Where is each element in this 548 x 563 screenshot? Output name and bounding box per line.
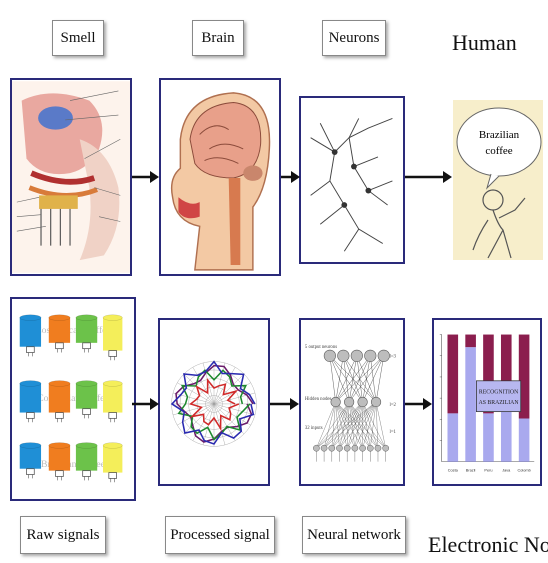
label-brain: Brain — [192, 20, 244, 56]
title-human: Human — [452, 30, 517, 56]
nn-output-node — [351, 350, 363, 362]
bar-category-label: Colomb — [517, 468, 530, 472]
person-thinking-illustration: Brazilian coffee — [453, 100, 543, 260]
nn-hidden-node — [344, 397, 354, 407]
panel-brain — [159, 78, 281, 276]
recognition-box — [476, 381, 520, 412]
nn-input-node — [367, 445, 373, 451]
arrow-raw-to-processed — [132, 397, 160, 411]
recognition-line1: RECOGNITION — [479, 389, 519, 395]
nn-output-node — [365, 350, 377, 362]
nn-output-node — [324, 350, 336, 362]
bar-category-label: Peru — [484, 468, 492, 472]
bar-category-label: Costa — [448, 468, 459, 472]
arrow-processed-to-neural — [270, 397, 300, 411]
nn-hidden-node — [358, 397, 368, 407]
arrow-neural-to-recognition — [405, 397, 433, 411]
nn-hidden-label: Hidden nodes — [305, 397, 332, 402]
nn-input-node — [383, 445, 389, 451]
title-electronic-nose: Electronic Nose — [428, 532, 548, 558]
nn-input-node — [344, 445, 350, 451]
nose-anatomy-illustration — [12, 80, 130, 274]
bar-lower-segment — [501, 408, 512, 461]
recognition-bar-chart: Costa Brazil Peru Java Colomb RECOGNITION AS B… — [434, 320, 540, 484]
nn-tag-mid: l=2 — [390, 403, 397, 408]
panel-human-coffee: Brazilian coffee — [453, 100, 543, 260]
arrow-neurons-to-human — [405, 170, 453, 184]
nn-tag-top: l=3 — [390, 355, 397, 360]
nn-input-node — [313, 445, 319, 451]
label-raw-signals: Raw signals — [20, 516, 106, 554]
panel-raw-signals: Costa Rican Coffee Columbian Coffee Braz… — [10, 297, 136, 501]
label-smell: Smell — [52, 20, 104, 56]
nn-output-node — [338, 350, 350, 362]
nn-input-node — [321, 445, 327, 451]
arrow-brain-to-neurons — [281, 170, 301, 184]
bar-lower-segment — [483, 413, 494, 461]
bubble-line2: coffee — [485, 145, 512, 157]
brain-cross-section-illustration — [161, 80, 279, 274]
nn-input-node — [336, 445, 342, 451]
nn-input-node — [360, 445, 366, 451]
panel-neurons — [299, 96, 405, 264]
neurons-illustration — [301, 98, 403, 262]
nn-output-node — [378, 350, 390, 362]
panel-processed-signal — [158, 318, 270, 486]
bar-upper-segment — [465, 335, 476, 348]
panel-recognition-chart: Costa Brazil Peru Java Colomb RECOGNITION AS B… — [432, 318, 542, 486]
bar-upper-segment — [447, 335, 458, 414]
panel-smell-anatomy — [10, 78, 132, 276]
bar-category-label: Java — [502, 468, 511, 472]
radar-plot — [160, 320, 268, 484]
nn-hidden-node — [331, 397, 341, 407]
arrow-smell-to-brain — [132, 170, 160, 184]
bar-lower-segment — [465, 347, 476, 461]
nn-input-label: 32 inputs — [305, 426, 323, 431]
bar-category-label: Brazil — [466, 468, 476, 472]
bubble-line1: Brazilian — [479, 129, 520, 141]
nn-input-node — [329, 445, 335, 451]
sensor-row-label-2: Columbian Coffee — [37, 393, 109, 404]
label-neurons: Neurons — [322, 20, 386, 56]
sensor-array-illustration: Costa Rican Coffee Columbian Coffee Braz… — [12, 299, 134, 499]
label-neural-network: Neural network — [302, 516, 406, 554]
recognition-line2: AS BRAZILIAN — [479, 400, 520, 406]
nn-output-label: 5 output neurons — [305, 345, 337, 350]
nn-hidden-node — [371, 397, 381, 407]
panel-neural-network: 5 output neurons Hidden nodes 32 inputs … — [299, 318, 405, 486]
bar-lower-segment — [447, 413, 458, 461]
sensor-row-label-1: Costa Rican Coffee — [35, 325, 111, 336]
nn-input-node — [375, 445, 381, 451]
label-processed-signal: Processed signal — [165, 516, 275, 554]
neural-network-diagram: 5 output neurons Hidden nodes 32 inputs … — [301, 320, 403, 484]
nn-tag-bot: l=1 — [390, 430, 397, 435]
bar-lower-segment — [519, 418, 530, 461]
nn-input-node — [352, 445, 358, 451]
